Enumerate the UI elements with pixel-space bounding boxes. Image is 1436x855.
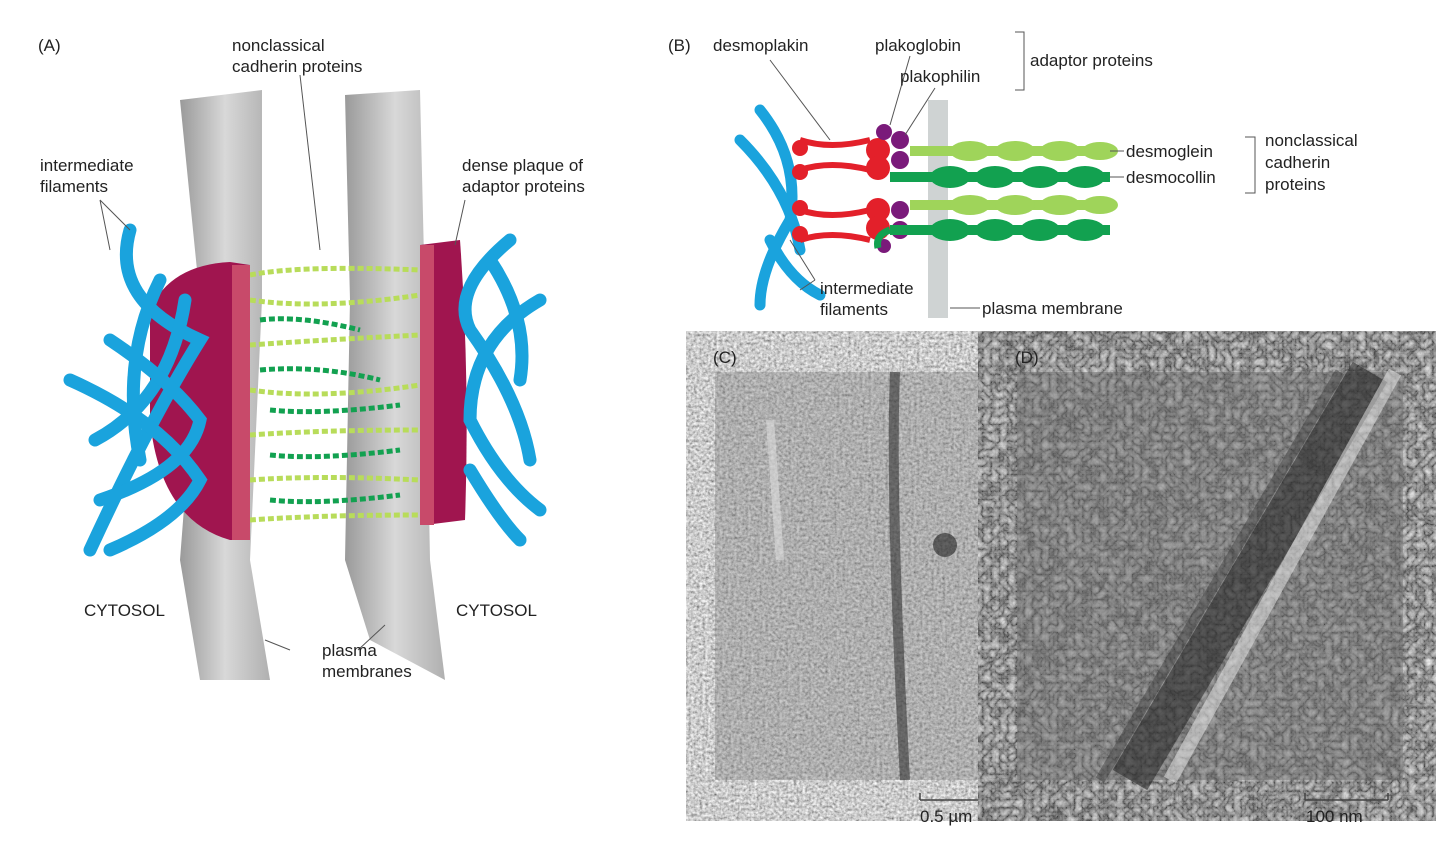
micrograph-c [715,371,1005,801]
cadherin-group-label: nonclassical cadherin proteins [1265,131,1358,194]
panel-c-tag: (C) [713,348,737,367]
desmocollin-chains [874,166,1110,249]
right-plasma-membrane [345,90,445,680]
left-plaque-face [232,265,250,540]
intermediate-filaments-right [458,233,547,547]
desmoglein-label: desmoglein [1126,142,1213,161]
plasma-membranes-label: plasma membranes [322,641,412,681]
cytosol-left-label: CYTOSOL [84,601,165,620]
desmocollin-label: desmocollin [1126,168,1216,187]
cadherin-strands [249,265,421,523]
panel-b-tag: (B) [668,36,691,55]
leader-lines-a [99,74,466,651]
dense-plaque-label: dense plaque of adaptor proteins [462,156,585,196]
panel-a-tag: (A) [38,36,61,55]
desmoplakin-proteins [799,137,871,243]
intermediate-filaments-label: intermediate filaments [40,156,134,196]
intermediate-filaments-b-label: intermediate filaments [820,279,914,319]
scale-d-label: 100 nm [1306,807,1363,826]
plakophilin-label: plakophilin [900,67,981,86]
right-plaque-face [420,245,434,525]
micrograph-d [1017,361,1403,801]
scale-bar-d [1304,793,1389,801]
scale-c-label: 0.5 µm [920,807,973,826]
plakoglobin-label: plakoglobin [875,36,962,55]
panel-d-tag: (D) [1015,348,1039,367]
scale-bar-c [919,793,991,801]
intermediate-filaments-left [63,223,210,557]
panel-b-illustration [734,31,1256,318]
desmoplakin-label: desmoplakin [713,36,809,55]
panel-a-illustration [63,74,547,680]
leader-lines-b [769,31,1256,309]
cadherin-proteins-label: nonclassical cadherin proteins [232,36,363,76]
plasma-membrane-label: plasma membrane [982,299,1123,318]
desmoglein-chains [910,141,1118,215]
cytosol-right-label: CYTOSOL [456,601,537,620]
adaptor-proteins-label: adaptor proteins [1030,51,1153,70]
